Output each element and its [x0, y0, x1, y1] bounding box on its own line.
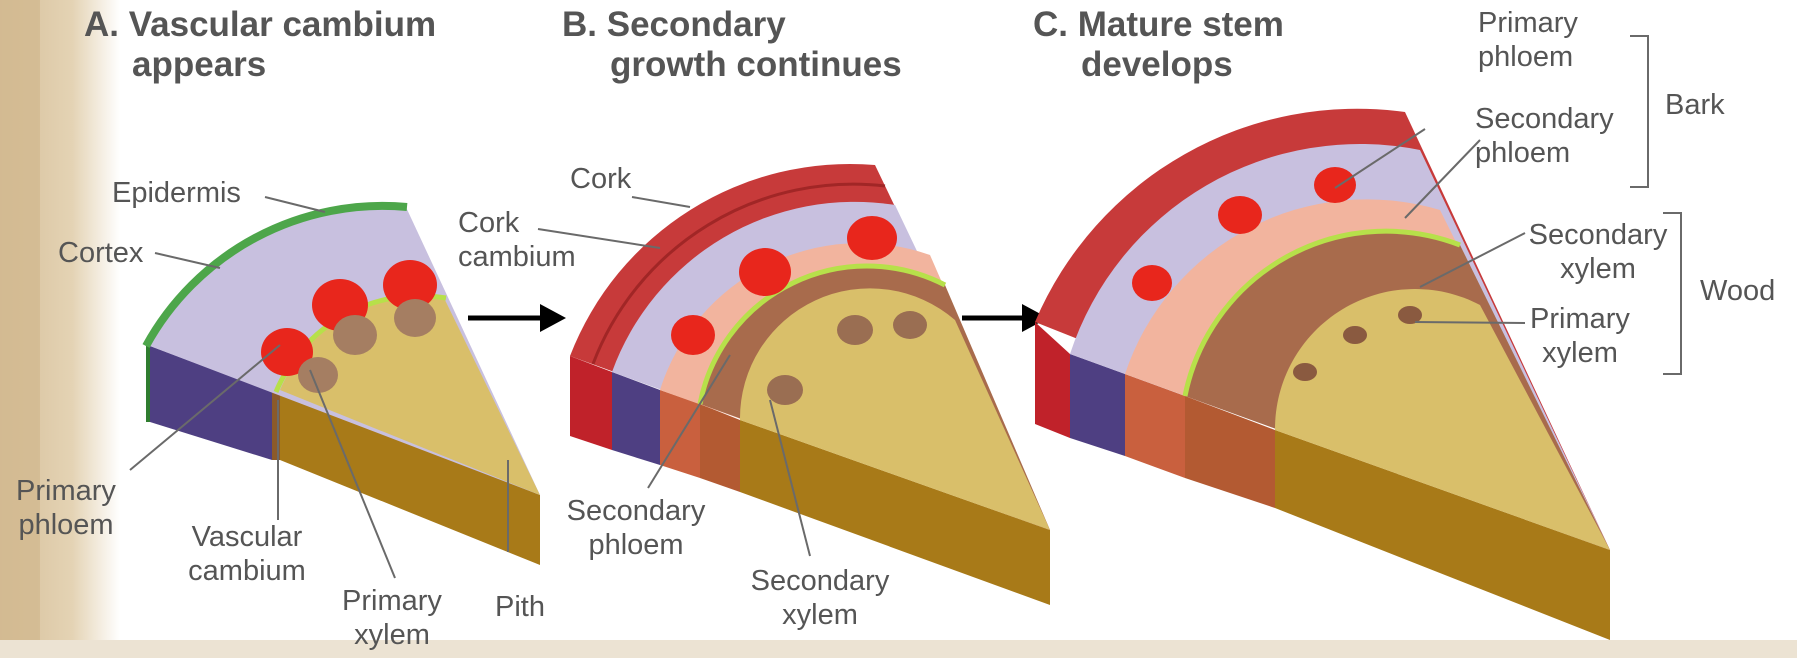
label-cork: Cork — [570, 162, 631, 196]
cork-side-face-c — [1035, 322, 1070, 438]
label-line: cambium — [458, 240, 576, 274]
bark-bracket — [1630, 36, 1648, 187]
label-line: Primary — [1518, 302, 1642, 336]
label-line: Secondary — [1475, 102, 1614, 136]
primary-phloem-bundle — [1132, 265, 1172, 301]
primary-phloem-bundle — [1218, 196, 1262, 234]
label-line: Primary — [8, 474, 124, 508]
stem-section-c — [1035, 109, 1610, 640]
label-line: xylem — [1518, 336, 1642, 370]
label-bark: Bark — [1665, 88, 1725, 122]
primary-xylem-bundle — [1293, 363, 1317, 381]
label-line: xylem — [1518, 252, 1678, 286]
primary-xylem-bundle — [1343, 326, 1367, 344]
label-primary-phloem-c: Primary phloem — [1478, 6, 1578, 74]
primary-xylem-bundle — [333, 315, 377, 355]
label-line: xylem — [740, 598, 900, 632]
epidermis-side-face-a — [146, 346, 150, 422]
panel-title-c: C. Mature stem develops — [1033, 5, 1284, 85]
label-line: Primary — [330, 584, 454, 618]
primary-xylem-bundle — [893, 311, 927, 339]
secondary-xylem-side-face-b — [700, 404, 740, 492]
label-line: Secondary — [1518, 218, 1678, 252]
label-primary-xylem-a: Primary xylem — [330, 584, 454, 652]
label-epidermis: Epidermis — [112, 176, 241, 210]
primary-phloem-bundle — [671, 315, 715, 355]
label-wood: Wood — [1700, 274, 1775, 308]
label-line: phloem — [8, 508, 124, 542]
panel-title-a: A. Vascular cambium appears — [84, 5, 436, 85]
primary-xylem-bundle — [767, 375, 803, 405]
secondary-phloem-side-face-b — [660, 390, 700, 478]
label-secondary-phloem-b: Secondary phloem — [556, 494, 716, 562]
primary-xylem-bundle — [837, 315, 873, 345]
label-line: xylem — [330, 618, 454, 652]
label-cortex: Cortex — [58, 236, 143, 270]
label-secondary-xylem-c: Secondary xylem — [1518, 218, 1678, 286]
label-primary-xylem-c: Primary xylem — [1518, 302, 1642, 370]
label-primary-phloem-a: Primary phloem — [8, 474, 124, 542]
panel-title-b: B. Secondary growth continues — [562, 5, 902, 85]
label-line: phloem — [1475, 136, 1614, 170]
label-line: phloem — [1478, 40, 1578, 74]
label-line: phloem — [556, 528, 716, 562]
primary-xylem-bundle — [394, 299, 436, 337]
primary-phloem-bundle — [1314, 167, 1356, 203]
label-secondary-phloem-c: Secondary phloem — [1475, 102, 1614, 170]
label-line: Vascular — [178, 520, 316, 554]
label-secondary-xylem-b: Secondary xylem — [740, 564, 900, 632]
label-line: Cork — [458, 206, 576, 240]
label-cork-cambium: Cork cambium — [458, 206, 576, 274]
label-line: Primary — [1478, 6, 1578, 40]
label-line: cambium — [178, 554, 316, 588]
label-line: Secondary — [556, 494, 716, 528]
label-pith: Pith — [495, 590, 545, 624]
arrow-a-to-b — [468, 304, 566, 332]
cork-side-face-b — [570, 356, 612, 450]
label-line: Secondary — [740, 564, 900, 598]
primary-phloem-bundle — [847, 216, 897, 260]
label-vascular-cambium: Vascular cambium — [178, 520, 316, 588]
primary-phloem-bundle — [739, 248, 791, 296]
